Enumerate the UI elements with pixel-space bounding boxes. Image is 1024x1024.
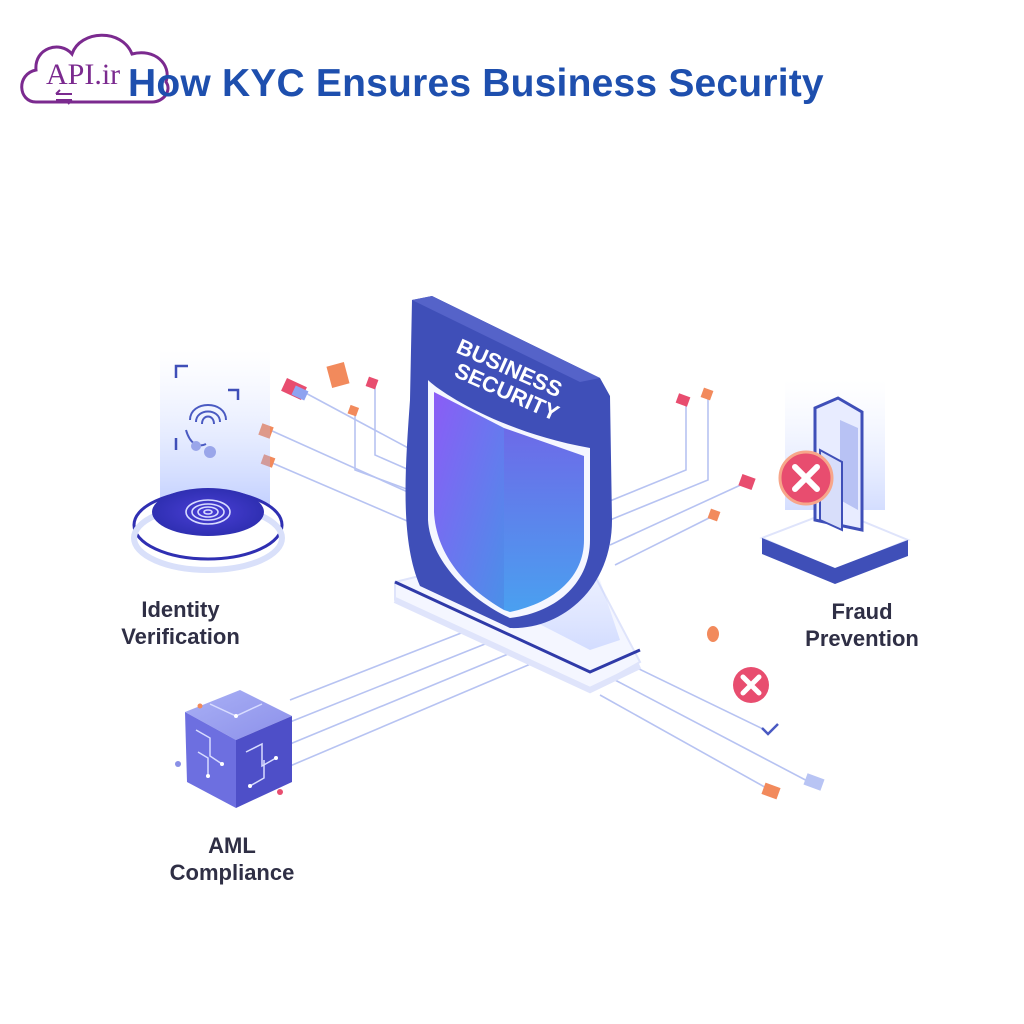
- identity-label-line2: Verification: [121, 624, 240, 649]
- fraud-label-line1: Fraud: [831, 599, 893, 624]
- aml-label-line2: Compliance: [169, 860, 295, 885]
- identity-label-line1: Identity: [141, 597, 220, 622]
- fraud-label-line2: Prevention: [805, 626, 919, 651]
- aml-label-line1: AML: [208, 833, 256, 858]
- api-ir-logo[interactable]: API.ir: [14, 18, 184, 118]
- logo-text: API.ir: [46, 58, 121, 91]
- business-security-shield: BUSINESS SECURITY: [405, 296, 612, 629]
- page-title: How KYC Ensures Business Security: [128, 62, 824, 105]
- aml-compliance-label: AML Compliance: [158, 832, 306, 886]
- alert-x-icon: [733, 667, 769, 703]
- fraud-prevention-node: [759, 380, 911, 584]
- identity-verification-label: Identity Verification: [108, 596, 253, 650]
- identity-verification-node: [131, 350, 285, 573]
- aml-compliance-node: [175, 690, 292, 808]
- fingerprint-hologram-icon: [185, 404, 227, 447]
- fraud-prevention-label: Fraud Prevention: [795, 598, 929, 652]
- fingerprint-icon: [185, 499, 231, 525]
- cloud-logo-icon: [20, 33, 170, 105]
- scan-frame-icon: [174, 364, 240, 450]
- fraud-x-icon: [778, 450, 834, 506]
- floating-accents: [258, 362, 825, 800]
